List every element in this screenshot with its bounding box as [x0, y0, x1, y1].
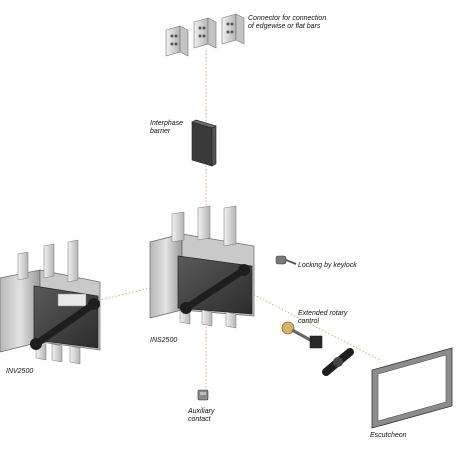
auxiliary-contact-label: Auxiliary contact — [188, 408, 215, 423]
rotary-guide-line — [234, 284, 381, 361]
ins-rotary-handle — [182, 266, 248, 312]
inv2500-switch — [0, 239, 101, 365]
bar-connectors — [165, 13, 245, 57]
keylock-label: Locking by keylock — [298, 262, 357, 269]
connector-piece — [165, 25, 189, 57]
interphase-barrier — [191, 119, 217, 167]
inv2500-label: INV2500 — [6, 368, 34, 375]
escutcheon-frame — [371, 347, 453, 429]
rotary-control-label: Extended rotary control — [298, 310, 348, 325]
interphase-barrier-label: Interphase barrier — [150, 120, 184, 135]
ins2500-label: INS2500 — [150, 337, 178, 344]
escutcheon-label: Escutcheon — [370, 432, 407, 439]
keylock-part — [275, 255, 297, 265]
ins2500-switch — [149, 205, 255, 329]
auxiliary-contact-part — [197, 389, 209, 401]
connector-piece — [221, 13, 245, 45]
inv-rotary-handle — [32, 300, 98, 348]
connector-piece — [193, 17, 217, 49]
connector-label: Connector for connection of edgewise or … — [248, 15, 327, 30]
extended-rotary-control — [281, 321, 354, 376]
